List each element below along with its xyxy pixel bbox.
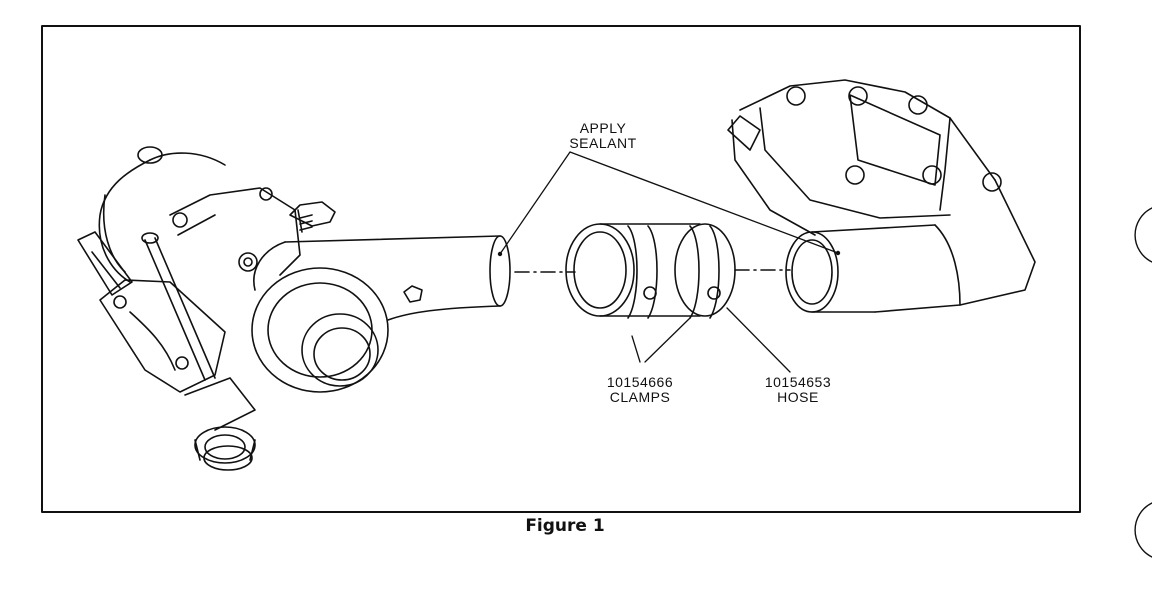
clamps-callout: 10154666 CLAMPS [590,375,690,405]
clamps-part-number: 10154666 [606,374,674,390]
figure-frame [41,25,1081,513]
leader-lines [499,151,839,373]
intake-manifold-drawing [727,79,1036,313]
binder-hole-bottom [1134,502,1152,558]
turbocharger-drawing [77,146,511,471]
apply-sealant-callout: APPLY SEALANT [548,121,658,151]
hose-callout: 10154653 HOSE [748,375,848,405]
sealant-line-2: SEALANT [569,135,637,151]
sealant-line-1: APPLY [579,120,627,136]
figure-caption: Figure 1 [525,516,605,536]
hose-label: HOSE [777,389,819,405]
clamps-label: CLAMPS [609,389,671,405]
binder-hole-top [1134,207,1152,263]
hose-and-clamps-drawing [514,223,791,319]
hose-part-number: 10154653 [764,374,832,390]
